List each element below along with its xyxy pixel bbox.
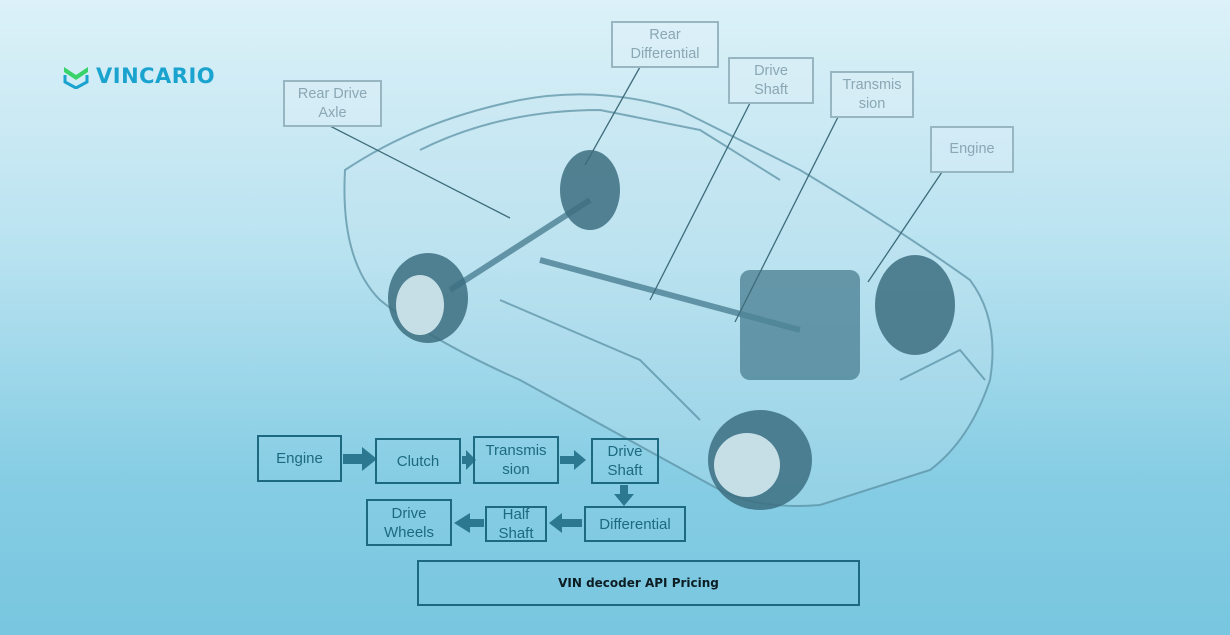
flow-differential: Differential [584,506,686,542]
label-engine: Engine [930,126,1014,173]
flow-arrows [343,447,634,533]
shield-chevron-icon [63,67,89,89]
brand-name: VINCARIO [96,64,216,88]
vin-decoder-pricing-button[interactable]: VIN decoder API Pricing [417,560,860,606]
flow-engine: Engine [257,435,342,482]
flow-clutch: Clutch [375,438,461,484]
vincario-logo[interactable]: VINCARIO [62,63,215,89]
